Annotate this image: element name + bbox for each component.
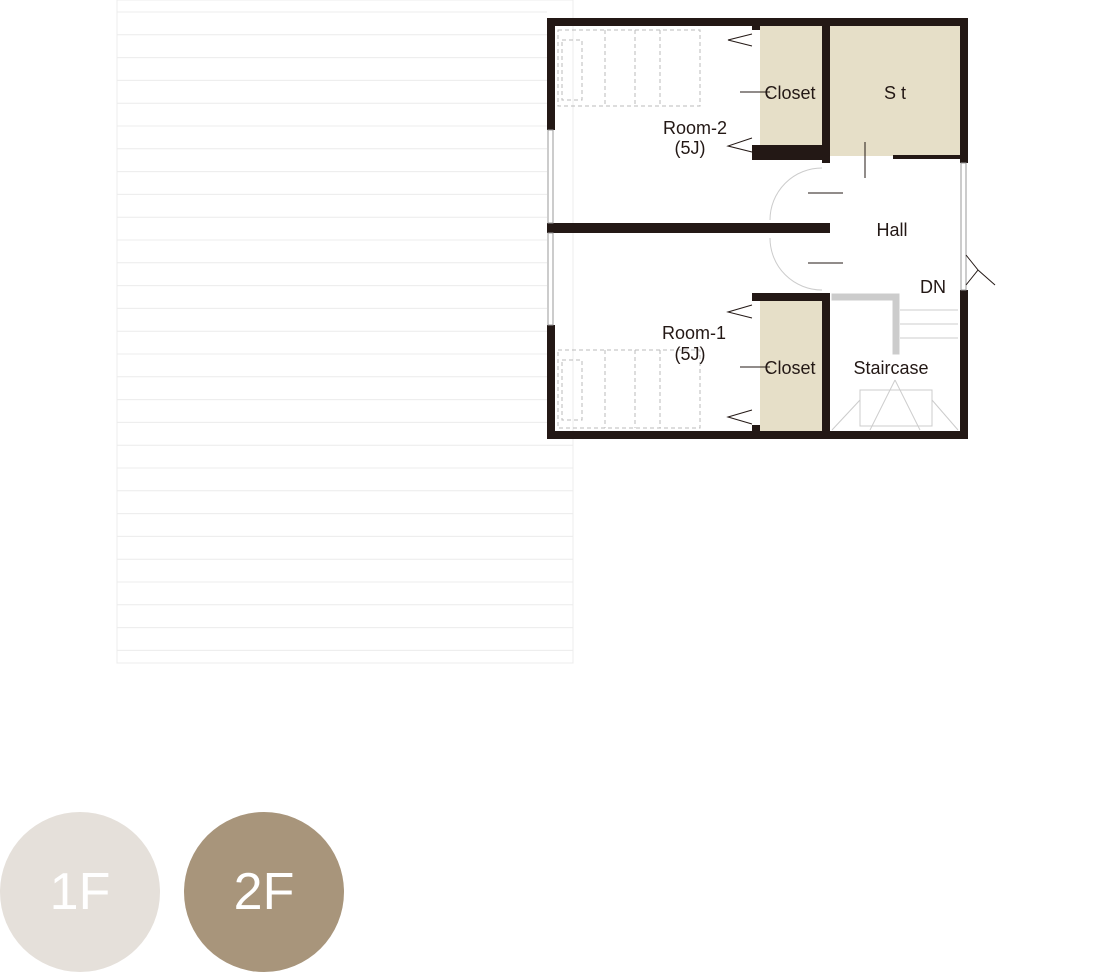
windows (547, 129, 967, 326)
bed-room1 (557, 349, 701, 429)
closet-bottom-label: Closet (764, 358, 815, 378)
room1-size: (5J) (675, 344, 706, 364)
floor-1f-button[interactable]: 1F (0, 812, 160, 972)
closet-bottom-fill (760, 301, 822, 431)
balcony-door-icon (965, 254, 996, 286)
staircase-label: Staircase (853, 358, 928, 378)
bed-room2 (557, 29, 701, 107)
storage-fill (830, 26, 960, 156)
closet-door-marks (726, 33, 866, 425)
room2-size: (5J) (675, 138, 706, 158)
door-swing (769, 237, 823, 291)
hall-label: Hall (876, 220, 907, 240)
closet-top-fill (760, 26, 822, 152)
door-swing (769, 167, 823, 221)
stair-direction-label: DN (920, 277, 946, 297)
room1-label: Room-1 (662, 323, 726, 343)
roof-hatch (117, 11, 573, 651)
closet-top-label: Closet (764, 83, 815, 103)
staircase-steps (831, 293, 959, 431)
room2-label: Room-2 (663, 118, 727, 138)
floor-2f-button[interactable]: 2F (184, 812, 344, 972)
walls (547, 18, 968, 439)
storage-label: S t (884, 83, 906, 103)
